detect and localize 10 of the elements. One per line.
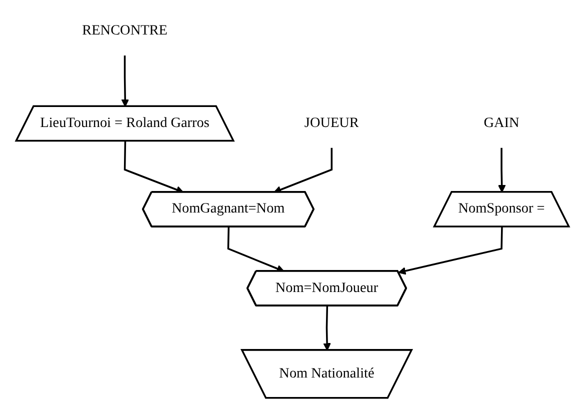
arrow [274, 147, 333, 194]
arrow [227, 226, 284, 272]
node-text: GAIN [484, 115, 520, 131]
node-text: RENCONTRE [82, 23, 168, 38]
arrow [124, 141, 184, 194]
arrow [398, 226, 503, 275]
arrow [323, 306, 331, 351]
arrow [498, 147, 506, 193]
node-text: JOUEUR [304, 115, 359, 131]
arrow [121, 55, 130, 107]
